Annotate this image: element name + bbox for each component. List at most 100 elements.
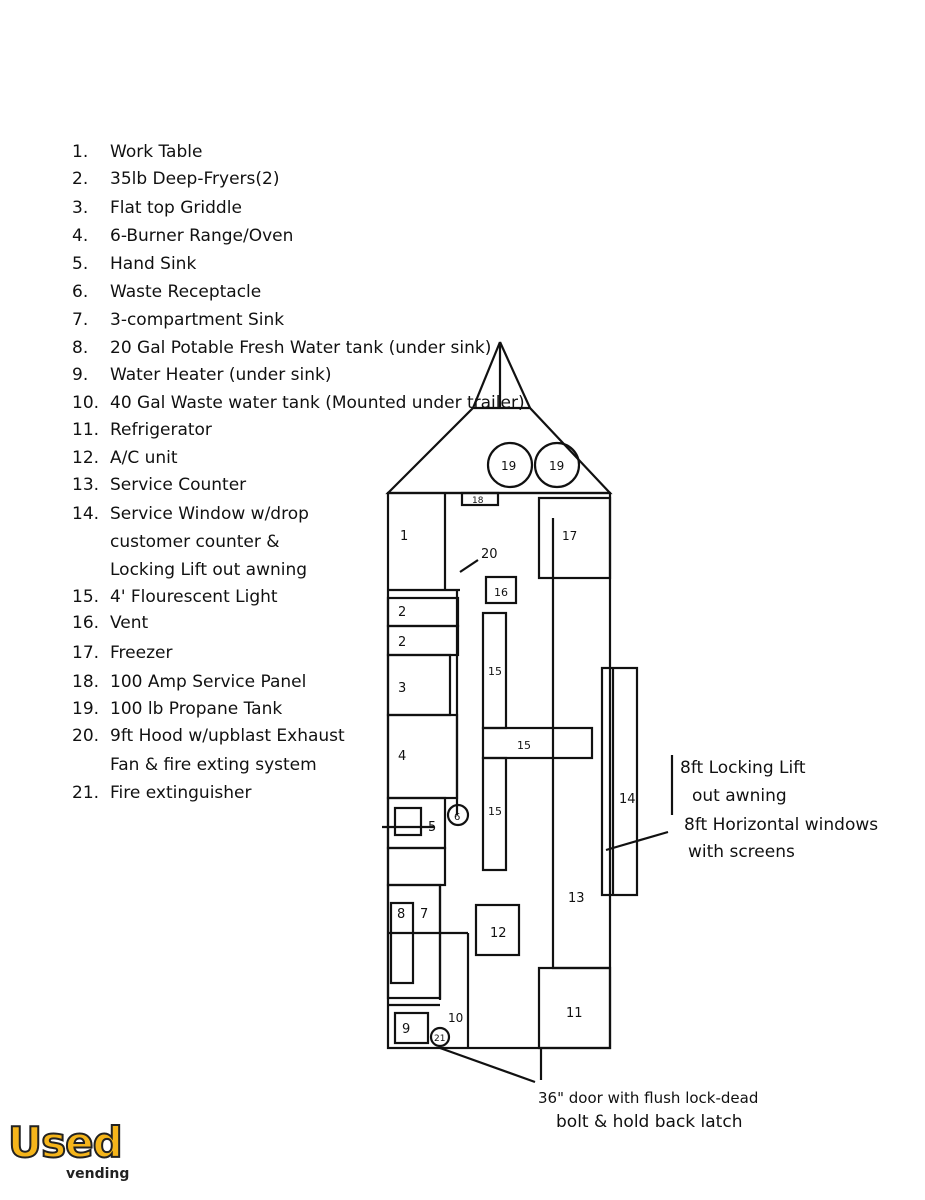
legend-number: 4. (72, 226, 89, 246)
legend-text: Fire extinguisher (110, 783, 252, 803)
awning-note: 8ft Locking Lift (680, 758, 806, 778)
logo-main: Used (7, 1117, 124, 1168)
legend-item: 3.Flat top Griddle (72, 196, 242, 220)
label-8: 8 (397, 907, 405, 922)
waste-receptacle (446, 803, 470, 827)
door-note-cont: bolt & hold back latch (556, 1112, 743, 1132)
legend-item: 14. Service Window w/drop (72, 502, 309, 526)
label-14: 14 (619, 792, 636, 807)
hand-sink (386, 796, 447, 850)
legend-number: 3. (72, 198, 89, 218)
used-vending-logo: Used vending (7, 1117, 188, 1190)
door-swing (439, 1046, 536, 1084)
legend-text: 40 Gal Waste water tank (Mounted under t… (110, 393, 525, 413)
legend-item: 4. 6-Burner Range/Oven (72, 224, 293, 248)
label-6: 6 (454, 812, 460, 823)
legend-item: 2. 35lb Deep-Fryers(2) (72, 167, 279, 191)
legend-number: 5. (72, 254, 89, 274)
legend-item: 12. A/C unit (72, 446, 178, 470)
legend-item: 18.100 Amp Service Panel (72, 670, 306, 694)
legend-item: 13. Service Counter (72, 473, 246, 497)
label-15: 15 (517, 739, 531, 752)
light-3 (481, 756, 508, 872)
legend-text: 6-Burner Range/Oven (110, 226, 294, 246)
legend-number: 20. (72, 726, 100, 746)
water-heater (393, 1011, 430, 1045)
window-pointer (605, 830, 669, 852)
legend-number: 15. (72, 587, 100, 607)
light-2 (481, 726, 594, 760)
label-11: 11 (566, 1006, 583, 1021)
legend-item: 15. 4' Flourescent Light (72, 585, 278, 609)
vent (484, 575, 518, 605)
legend-item: 17. Freezer (72, 641, 172, 665)
label-16: 16 (494, 586, 508, 599)
label-7: 7 (420, 907, 428, 922)
legend-text: A/C unit (110, 448, 178, 468)
legend-number: 21. (72, 783, 100, 803)
label-21: 21 (434, 1034, 445, 1044)
label-17: 17 (562, 529, 577, 543)
legend-number: 19. (72, 699, 100, 719)
legend-number: 6. (72, 282, 89, 302)
legend-text: Service Window w/drop (110, 504, 309, 524)
label-12: 12 (490, 926, 507, 941)
legend-text: Service Counter (110, 475, 247, 495)
legend-number: 8. (72, 338, 89, 358)
label-20: 20 (481, 547, 498, 562)
legend-text: 9ft Hood w/upblast Exhaust (110, 726, 345, 746)
label-15: 15 (488, 805, 502, 818)
legend-item-continued: Locking Lift out awning (110, 560, 308, 580)
legend-item: 7.3-compartment Sink (72, 308, 284, 332)
legend-text: Freezer (110, 643, 173, 663)
label-19: 19 (501, 459, 516, 473)
label-19: 19 (549, 459, 564, 473)
legend-number: 14. (72, 504, 100, 524)
fresh-water-tank (389, 901, 415, 985)
windows-note: 8ft Horizontal windows (684, 815, 879, 835)
label-1: 1 (400, 529, 408, 544)
label-10: 10 (448, 1011, 463, 1025)
hand-sink-basin (393, 806, 423, 837)
logo-sub: vending (66, 1166, 130, 1182)
hood-pointer (459, 559, 479, 573)
legend-number: 11. (72, 420, 100, 440)
legend-number: 9. (72, 365, 89, 385)
legend-number: 13. (72, 475, 100, 495)
fire-extinguisher (429, 1026, 451, 1048)
legend-item: 8.20 Gal Potable Fresh Water tank (under… (72, 336, 491, 360)
legend-text: Hand Sink (110, 254, 197, 274)
legend-number: 17. (72, 643, 100, 663)
legend-item: 1.Work Table (72, 140, 202, 164)
legend-text: 35lb Deep-Fryers(2) (110, 169, 280, 189)
windows-note-cont: with screens (688, 842, 795, 862)
freezer (537, 496, 612, 580)
hitch-line (498, 341, 532, 409)
label-9: 9 (402, 1022, 410, 1037)
label-2: 2 (398, 605, 406, 620)
legend-item: 5. Hand Sink (72, 252, 196, 276)
label-4: 4 (398, 749, 406, 764)
legend-text: 4' Flourescent Light (110, 587, 278, 607)
legend-number: 12. (72, 448, 100, 468)
legend-number: 7. (72, 310, 89, 330)
service-window (600, 666, 639, 897)
legend-item-continued: Fan & fire exting system (110, 755, 317, 775)
propane-tank-1 (486, 441, 534, 489)
legend-item: 19.100 lb Propane Tank (72, 697, 282, 721)
legend-number: 1. (72, 142, 89, 162)
label-2: 2 (398, 635, 406, 650)
label-15: 15 (488, 665, 502, 678)
legend-item: 20. 9ft Hood w/upblast Exhaust (72, 724, 345, 748)
legend-number: 10. (72, 393, 100, 413)
legend-number: 2. (72, 169, 89, 189)
legend-item: 6.Waste Receptacle (72, 280, 261, 304)
label-5: 5 (428, 820, 436, 835)
ac-unit (474, 903, 521, 957)
legend-item: 21. Fire extinguisher (72, 781, 252, 805)
awning-note-cont: out awning (692, 786, 787, 806)
door-note: 36" door with flush lock-dead (538, 1089, 759, 1107)
legend-item: 9.Water Heater (under sink) (72, 363, 332, 387)
legend-text: Vent (110, 613, 149, 633)
